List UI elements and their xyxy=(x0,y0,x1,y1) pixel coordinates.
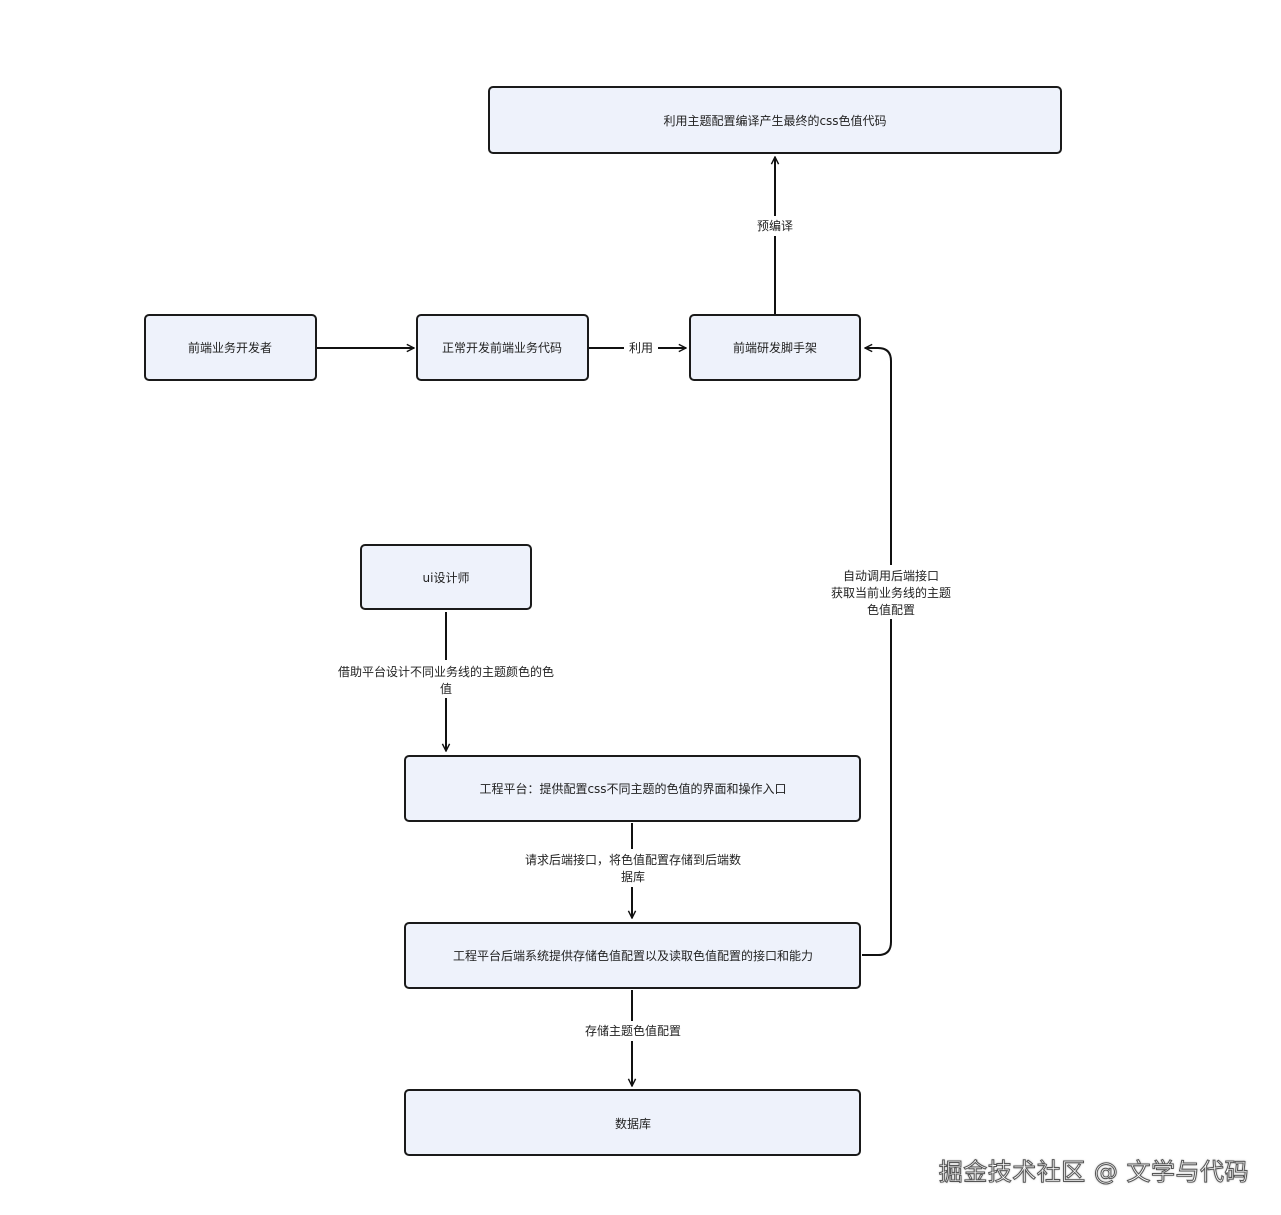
edge-label-request-1: 请求后端接口，将色值配置存储到后端数 xyxy=(525,852,741,867)
edge-backend-to-scaffold: 自动调用后端接口 获取当前业务线的主题 色值配置 xyxy=(830,348,952,956)
edge-label-auto-call-1: 自动调用后端接口 xyxy=(843,568,939,583)
node-scaffold: 前端研发脚手架 xyxy=(689,314,861,381)
edge-label-use: 利用 xyxy=(629,341,653,355)
edge-label-auto-call-2: 获取当前业务线的主题 xyxy=(831,585,951,600)
edge-label-design-2: 值 xyxy=(440,681,452,696)
node-backend: 工程平台后端系统提供存储色值配置以及读取色值配置的接口和能力 xyxy=(404,922,861,989)
edge-label-precompile: 预编译 xyxy=(757,218,793,233)
watermark-text: 掘金技术社区 @ 文学与代码 xyxy=(938,1158,1249,1187)
node-compile-result-label: 利用主题配置编译产生最终的css色值代码 xyxy=(663,113,886,128)
node-database: 数据库 xyxy=(404,1089,861,1156)
node-backend-label: 工程平台后端系统提供存储色值配置以及读取色值配置的接口和能力 xyxy=(453,948,813,963)
node-dev-code: 正常开发前端业务代码 xyxy=(416,314,589,381)
node-compile-result: 利用主题配置编译产生最终的css色值代码 xyxy=(488,86,1062,154)
node-platform: 工程平台：提供配置css不同主题的色值的界面和操作入口 xyxy=(404,755,861,822)
edge-label-request-2: 据库 xyxy=(621,869,645,884)
node-developer: 前端业务开发者 xyxy=(144,314,317,381)
edge-label-auto-call-3: 色值配置 xyxy=(867,602,915,617)
node-platform-label: 工程平台：提供配置css不同主题的色值的界面和操作入口 xyxy=(479,781,786,796)
edge-platform-to-backend: 请求后端接口，将色值配置存储到后端数 据库 xyxy=(524,823,741,918)
node-database-label: 数据库 xyxy=(615,1116,651,1131)
node-developer-label: 前端业务开发者 xyxy=(188,340,272,355)
node-designer: ui设计师 xyxy=(360,544,532,610)
node-designer-label: ui设计师 xyxy=(423,571,470,585)
node-scaffold-label: 前端研发脚手架 xyxy=(733,340,817,355)
edge-scaffold-to-compile: 预编译 xyxy=(752,157,798,314)
edge-dev-code-to-scaffold: 利用 xyxy=(588,338,686,358)
edge-label-store: 存储主题色值配置 xyxy=(585,1023,681,1038)
edge-label-design-1: 借助平台设计不同业务线的主题颜色的色 xyxy=(338,664,554,679)
edge-designer-to-platform: 借助平台设计不同业务线的主题颜色的色 值 xyxy=(338,612,554,751)
node-dev-code-label: 正常开发前端业务代码 xyxy=(442,340,562,355)
edge-backend-to-database: 存储主题色值配置 xyxy=(582,990,684,1086)
